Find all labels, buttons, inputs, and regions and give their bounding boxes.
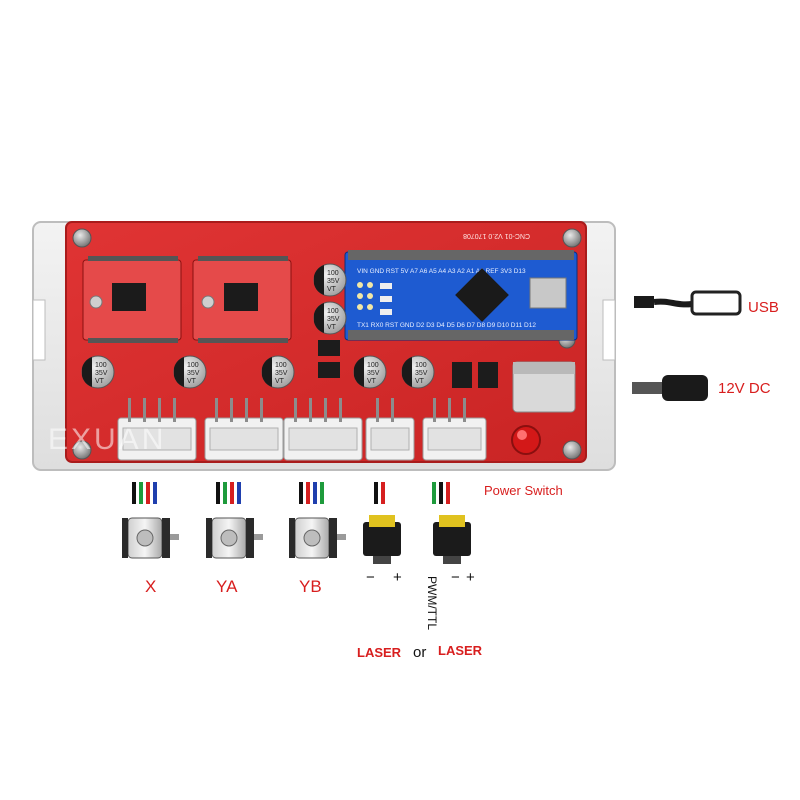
pwm-ttl-label: PWM/TTL — [425, 576, 439, 630]
laser-plus-right: + — [466, 569, 475, 586]
power-switch-label: Power Switch — [484, 483, 563, 498]
capacitor-marking: 100 — [275, 362, 287, 369]
power-switch-button[interactable] — [511, 425, 541, 455]
capacitor-marking: VT — [95, 378, 105, 385]
motor-ya-label: YA — [216, 577, 238, 596]
capacitor-marking: 100 — [95, 362, 107, 369]
dc-jack — [512, 361, 576, 413]
peripherals — [122, 482, 471, 564]
arduino-nano: VIN GND RST 5V A7 A6 A5 A4 A3 A2 A1 A0 R… — [344, 250, 578, 341]
usb-cable-icon — [634, 290, 742, 316]
capacitor-marking: VT — [415, 378, 425, 385]
or-label: or — [413, 644, 426, 661]
motor-x-label: X — [145, 577, 156, 596]
screw — [562, 228, 582, 248]
mosfet-chips — [318, 340, 498, 388]
capacitor-marking: 100 — [327, 270, 339, 277]
capacitor-marking: 35V — [95, 370, 108, 377]
laser-plus-left: + — [393, 569, 402, 586]
connector-row — [117, 398, 487, 461]
wire-stubs — [432, 482, 450, 504]
dc-label: 12V DC — [718, 380, 771, 397]
capacitor-marking: 35V — [327, 278, 340, 285]
stepper-motor-icon — [206, 517, 263, 559]
laser-minus-right: − — [451, 569, 460, 586]
capacitor-marking: 35V — [187, 370, 200, 377]
laser-module-icon — [433, 515, 471, 564]
laser-right-label: LASER — [438, 643, 483, 658]
wire-stubs — [132, 482, 157, 504]
motor-connector — [283, 398, 363, 461]
stepper-motor-icon — [289, 517, 346, 559]
nano-top-pins: VIN GND RST 5V A7 A6 A5 A4 A3 A2 A1 A0 R… — [357, 268, 526, 275]
motor-connector — [365, 398, 415, 461]
capacitor-marking: 35V — [275, 370, 288, 377]
capacitor-marking: 35V — [327, 316, 340, 323]
capacitor-marking: VT — [275, 378, 285, 385]
wire-stubs — [299, 482, 324, 504]
capacitor-marking: VT — [327, 324, 337, 331]
capacitor-marking: VT — [187, 378, 197, 385]
capacitor-marking: VT — [367, 378, 377, 385]
capacitor-marking: 100 — [327, 308, 339, 315]
silk-version-label: CNC-01 V2.0 170708 — [463, 232, 530, 239]
capacitor-marking: 100 — [415, 362, 427, 369]
usb-label: USB — [748, 299, 779, 316]
watermark: EXUAN — [48, 423, 166, 456]
dc-plug-icon — [632, 375, 708, 401]
capacitor-marking: 100 — [187, 362, 199, 369]
wire-stubs — [216, 482, 241, 504]
motor-connector — [204, 398, 284, 461]
capacitor-marking: 100 — [367, 362, 379, 369]
stepper-motor-icon — [122, 517, 179, 559]
wire-stubs — [374, 482, 385, 504]
capacitor-marking: 35V — [415, 370, 428, 377]
capacitors: 10035VVT10035VVT10035VVT10035VVT10035VVT… — [81, 263, 435, 389]
motor-connector — [422, 398, 487, 461]
laser-minus-left: − — [366, 569, 375, 586]
laser-module-icon — [363, 515, 401, 564]
nano-bottom-pins: TX1 RX0 RST GND D2 D3 D4 D5 D6 D7 D8 D9 … — [357, 322, 536, 329]
screw — [562, 440, 582, 460]
screw — [72, 228, 92, 248]
capacitor-marking: VT — [327, 286, 337, 293]
motor-yb-label: YB — [299, 577, 322, 596]
capacitor-marking: 35V — [367, 370, 380, 377]
screw — [72, 440, 92, 460]
laser-left-label: LASER — [357, 645, 402, 660]
stepper-driver — [82, 256, 182, 343]
stepper-driver — [192, 256, 292, 343]
motor-connector — [117, 398, 197, 461]
